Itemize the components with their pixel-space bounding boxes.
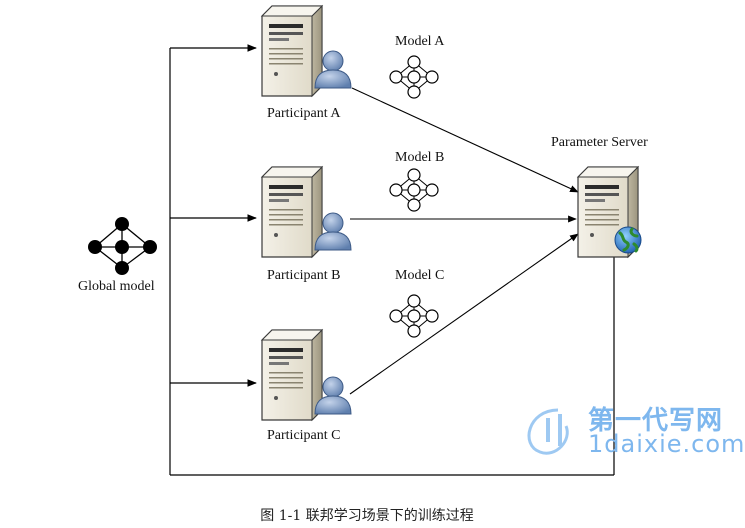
participant-c-server-icon (261, 329, 323, 421)
participant-a-label: Participant A (267, 106, 341, 121)
model-b-network-icon (389, 168, 439, 212)
participant-a-server-icon (261, 5, 323, 97)
globe-icon (614, 226, 642, 254)
participant-c-label: Participant C (267, 428, 341, 443)
participant-b-label: Participant B (267, 268, 341, 283)
model-a-label: Model A (395, 34, 445, 49)
participant-b-server-icon (261, 166, 323, 258)
model-b-label: Model B (395, 150, 445, 165)
model-a-network-icon (389, 55, 439, 99)
watermark-chinese-text: 第一代写网 (588, 406, 724, 436)
global-model-network-icon (88, 217, 157, 275)
watermark-logo-icon (527, 408, 569, 455)
model-c-label: Model C (395, 268, 445, 283)
parameter-server-label: Parameter Server (551, 135, 648, 150)
model-c-network-icon (389, 294, 439, 338)
distribution-lines (169, 44, 615, 476)
upload-arrows (349, 87, 579, 395)
figure-caption: 图 1-1 联邦学习场景下的训练过程 (260, 508, 474, 524)
watermark-domain-text: 1daixie.com (588, 430, 745, 458)
global-model-label: Global model (78, 279, 155, 294)
